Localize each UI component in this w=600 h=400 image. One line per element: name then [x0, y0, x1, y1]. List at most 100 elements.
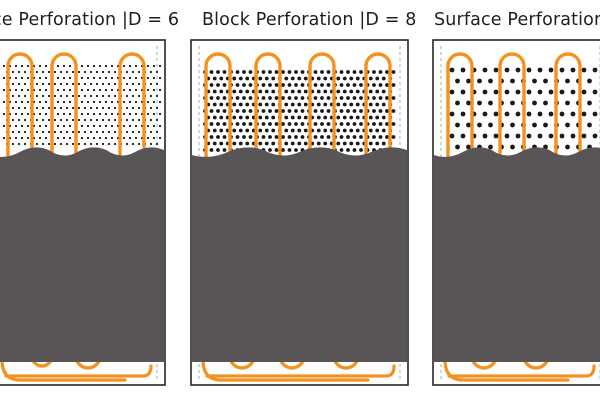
perforation-dot — [466, 122, 471, 128]
perforation-dot — [149, 142, 153, 146]
perforation-dot — [146, 64, 150, 68]
perforation-dot — [271, 141, 276, 146]
perforation-dot — [548, 67, 554, 73]
perforation-dot — [38, 64, 42, 68]
perforation-dot — [98, 88, 102, 92]
perforation-dot — [83, 70, 87, 74]
perforation-dot — [261, 109, 266, 113]
perforation-dot — [80, 112, 84, 116]
perforation-dot — [352, 109, 357, 113]
perforation-dot — [89, 118, 93, 122]
perforation-dot — [131, 70, 135, 74]
perforation-dot — [258, 141, 263, 146]
perforation-dot — [258, 89, 263, 94]
perforation-dot — [300, 96, 305, 100]
perforation-dot — [268, 148, 272, 152]
perforation-dot — [268, 83, 272, 87]
perforation-dot — [245, 102, 250, 107]
perforation-dot — [284, 128, 289, 133]
perforation-dot — [510, 78, 515, 84]
perforation-dot — [216, 83, 220, 87]
perforation-dot — [326, 83, 331, 87]
perforation-dot — [110, 100, 114, 104]
perforation-dot — [80, 76, 84, 80]
perforation-dot — [346, 83, 350, 87]
perforation-dot — [155, 130, 159, 134]
perforation-dot — [125, 142, 129, 146]
fill-block — [0, 147, 164, 362]
perforation-dot — [268, 96, 272, 100]
perforation-dot — [352, 83, 357, 87]
perforation-dot — [107, 82, 111, 86]
perforation-dot — [526, 67, 532, 73]
perforation-dot — [359, 122, 363, 126]
perforation-dot — [92, 100, 96, 104]
perforation-dot — [77, 82, 81, 86]
perforation-dot — [355, 89, 360, 94]
perforation-dot — [268, 70, 272, 74]
perforation-dot — [320, 122, 324, 126]
perforation-dot — [134, 76, 138, 80]
perforation-dot — [65, 70, 69, 74]
perforation-dot — [122, 100, 126, 104]
perforation-dot — [290, 76, 295, 81]
perforation-dot — [264, 141, 269, 146]
perforation-dot — [26, 136, 30, 140]
perforation-dot — [2, 88, 6, 92]
perforation-dot — [83, 82, 87, 86]
perforation-dot — [242, 70, 246, 74]
pipe-loop — [204, 52, 232, 162]
perforation-dot — [378, 70, 383, 74]
perforation-dot — [11, 142, 15, 146]
perforation-dot — [281, 135, 285, 139]
perforation-dot — [122, 76, 126, 80]
perforation-dot — [23, 130, 27, 134]
perforation-dot — [11, 70, 15, 74]
perforation-dot — [86, 100, 90, 104]
perforation-dot — [281, 70, 285, 74]
perforation-dot — [20, 124, 24, 128]
perforation-dot — [149, 118, 153, 122]
perforation-dot — [391, 70, 396, 74]
pipe-loop — [6, 52, 34, 162]
perforation-dot — [128, 100, 132, 104]
perforation-dot — [385, 109, 389, 113]
perforation-dot — [83, 142, 87, 146]
perforation-dot — [504, 89, 510, 95]
perforation-dot — [559, 67, 565, 73]
perforation-dot — [53, 118, 57, 122]
perforation-dot — [300, 135, 305, 139]
perforation-dot — [11, 82, 15, 86]
perforation-dot — [122, 136, 126, 140]
perforation-dot — [493, 67, 499, 73]
perforation-dot — [104, 100, 108, 104]
perforation-dot — [287, 70, 292, 74]
perforation-dot — [232, 76, 237, 81]
perforation-dot — [65, 106, 69, 110]
perforation-dot — [271, 102, 276, 107]
perforation-dot — [110, 64, 114, 68]
perforation-dot — [17, 142, 21, 146]
perforation-dot — [323, 76, 328, 81]
perforation-dot — [71, 106, 75, 110]
perforation-dot — [261, 70, 266, 74]
perforation-dot — [339, 83, 344, 87]
perforation-dot — [137, 94, 141, 98]
perforation-dot — [592, 67, 598, 73]
perforation-dot — [113, 82, 117, 86]
perforation-dot — [14, 136, 18, 140]
perforation-dot — [59, 106, 63, 110]
perforation-dot — [313, 96, 318, 100]
perforation-dot — [92, 124, 96, 128]
perforation-dot — [77, 106, 81, 110]
perforation-dot — [131, 130, 135, 134]
perforation-dot — [323, 102, 328, 107]
perforation-dot — [216, 135, 220, 139]
perforation-dot — [385, 135, 389, 139]
perforation-dot — [152, 100, 156, 104]
perforation-dot — [375, 102, 380, 107]
perforation-dot — [128, 76, 132, 80]
perforation-dot — [488, 122, 493, 128]
pipe-return — [0, 358, 127, 382]
perforation-dot — [548, 111, 554, 117]
